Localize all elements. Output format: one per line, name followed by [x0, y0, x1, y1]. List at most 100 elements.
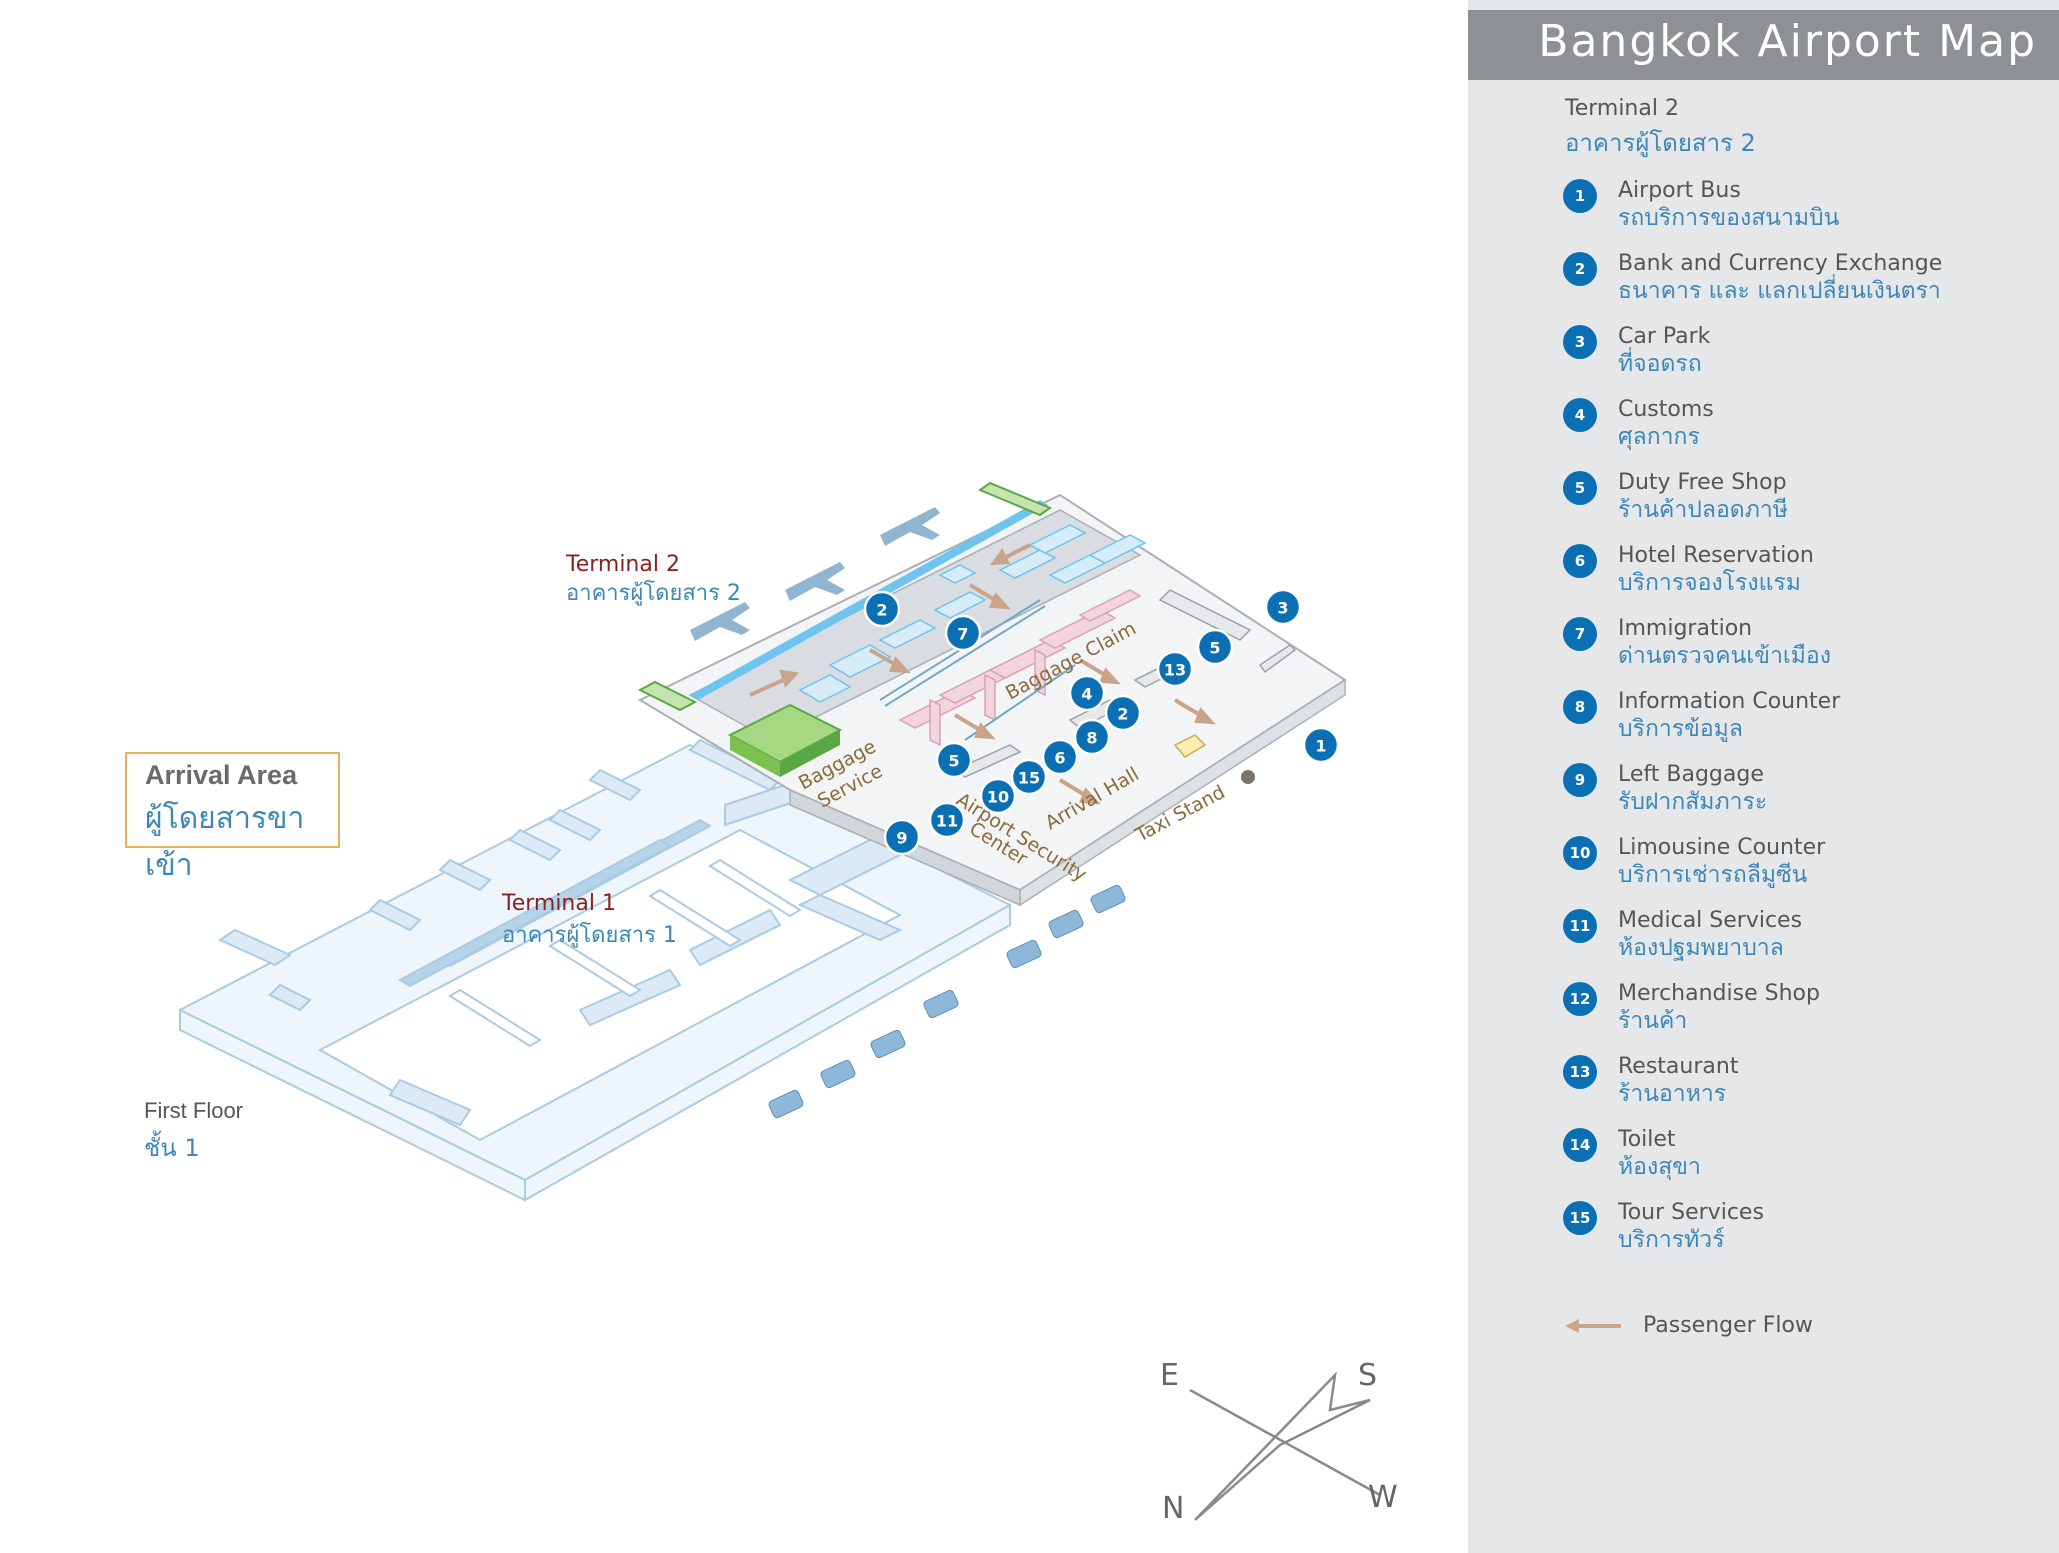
legend-item-th: ศุลกากร [1618, 424, 1700, 450]
map-marker-number: 7 [957, 625, 968, 644]
legend-number-badge: 2 [1563, 252, 1597, 286]
legend-item-th: ด่านตรวจคนเข้าเมือง [1618, 643, 1831, 669]
terminal-1-label-en: Terminal 1 [501, 891, 616, 916]
legend-item-en: Limousine Counter [1618, 835, 1826, 860]
legend-item-th: บริการเช่ารถลีมูซีน [1618, 862, 1808, 888]
map-marker-number: 13 [1164, 661, 1186, 680]
map-marker: 1 [1302, 726, 1340, 764]
legend-number-badge: 7 [1563, 617, 1597, 651]
legend-panel: Bangkok Airport Map Terminal 2 อาคารผู้โ… [1468, 0, 2059, 1553]
legend-number-badge: 13 [1563, 1055, 1597, 1089]
legend-item-en: Tour Services [1618, 1200, 1764, 1225]
legend-item-th: รถบริการของสนามบิน [1618, 205, 1840, 231]
legend-title: Bangkok Airport Map [1538, 16, 2037, 67]
legend-terminal: Terminal 2 อาคารผู้โดยสาร 2 [1565, 96, 1756, 162]
map-marker: 9 [883, 818, 921, 856]
legend-item-en: Immigration [1618, 616, 1753, 641]
legend-number-badge: 1 [1563, 179, 1597, 213]
map-marker: 8 [1073, 718, 1111, 756]
legend-item-th: ห้องสุขา [1618, 1154, 1701, 1180]
legend-item-th: ร้านค้าปลอดภาษี [1618, 497, 1788, 523]
floor-label: First Floor ชั้น 1 [144, 1098, 243, 1167]
map-marker: 6 [1041, 738, 1079, 776]
map-marker-number: 2 [876, 601, 887, 620]
legend-number-badge: 6 [1563, 544, 1597, 578]
compass-w: W [1368, 1480, 1398, 1515]
car-icon [768, 884, 1126, 1119]
arrival-area-en: Arrival Area [145, 760, 298, 790]
map-marker-number: 1 [1315, 737, 1326, 756]
legend-header: Bangkok Airport Map [1468, 10, 2059, 80]
legend-item-th: ห้องปฐมพยาบาล [1618, 935, 1784, 961]
legend-number-badge: 11 [1563, 909, 1597, 943]
legend-item-en: Medical Services [1618, 908, 1803, 933]
legend-item-th: ร้านค้า [1618, 1008, 1688, 1034]
legend-item-th: รับฝากสัมภาระ [1618, 789, 1768, 815]
passenger-flow-arrows [749, 543, 1216, 805]
map-marker: 2 [863, 590, 901, 628]
map-marker: 15 [1010, 758, 1048, 796]
map-marker: 5 [1196, 628, 1234, 666]
legend-number-badge: 10 [1563, 836, 1597, 870]
legend-item-th: ที่จอดรถ [1618, 351, 1702, 377]
compass-e: E [1160, 1358, 1179, 1393]
map-marker: 10 [979, 777, 1017, 815]
plane-icon [690, 507, 940, 641]
map-marker-number: 3 [1277, 599, 1288, 618]
map-marker-number: 15 [1018, 769, 1040, 788]
map-marker: 3 [1264, 588, 1302, 626]
legend-number-badge: 4 [1563, 398, 1597, 432]
terminal-1-label-th: อาคารผู้โดยสาร 1 [502, 922, 677, 948]
map-marker: 7 [944, 614, 982, 652]
legend-number-badge: 8 [1563, 690, 1597, 724]
legend-item-en: Airport Bus [1618, 178, 1741, 203]
legend-item-th: บริการทัวร์ [1618, 1227, 1725, 1253]
map-marker: 2 [1104, 694, 1142, 732]
map-marker-number: 5 [948, 752, 959, 771]
terminal-1-structure [177, 738, 1013, 1202]
map-marker: 5 [935, 741, 973, 779]
floor-label-th: ชั้น 1 [144, 1134, 200, 1162]
legend-item-th: บริการข้อมูล [1618, 716, 1743, 742]
map-marker-number: 5 [1209, 639, 1220, 658]
legend-number-badge: 12 [1563, 982, 1597, 1016]
legend-item-th: บริการจองโรงแรม [1618, 570, 1801, 596]
legend-terminal-en: Terminal 2 [1565, 96, 1679, 121]
map-marker: 13 [1156, 650, 1194, 688]
legend-item-th: ร้านอาหาร [1618, 1081, 1727, 1107]
legend-item-en: Information Counter [1618, 689, 1841, 714]
map-marker-number: 8 [1086, 729, 1097, 748]
airport-map: Baggage Claim Baggage Service Airport Se… [177, 481, 1347, 1202]
flow-arrow-icon [1565, 1318, 1621, 1333]
map-marker-number: 6 [1054, 749, 1065, 768]
map-marker-number: 4 [1081, 685, 1092, 704]
passenger-flow-label: Passenger Flow [1643, 1313, 1813, 1338]
legend-item-en: Left Baggage [1618, 762, 1764, 787]
map-marker-number: 2 [1117, 705, 1128, 724]
map-marker-number: 9 [896, 829, 907, 848]
legend-item-en: Toilet [1618, 1127, 1676, 1152]
legend-item-en: Restaurant [1618, 1054, 1739, 1079]
legend-item-en: Hotel Reservation [1618, 543, 1814, 568]
legend-number-badge: 9 [1563, 763, 1597, 797]
legend-terminal-th: อาคารผู้โดยสาร 2 [1565, 129, 1756, 157]
legend-number-badge: 5 [1563, 471, 1597, 505]
terminal-2-label-th: อาคารผู้โดยสาร 2 [566, 580, 741, 606]
legend-item-en: Merchandise Shop [1618, 981, 1820, 1006]
compass-icon: E S N W [1160, 1358, 1398, 1526]
terminal-2-label-en: Terminal 2 [565, 552, 680, 577]
